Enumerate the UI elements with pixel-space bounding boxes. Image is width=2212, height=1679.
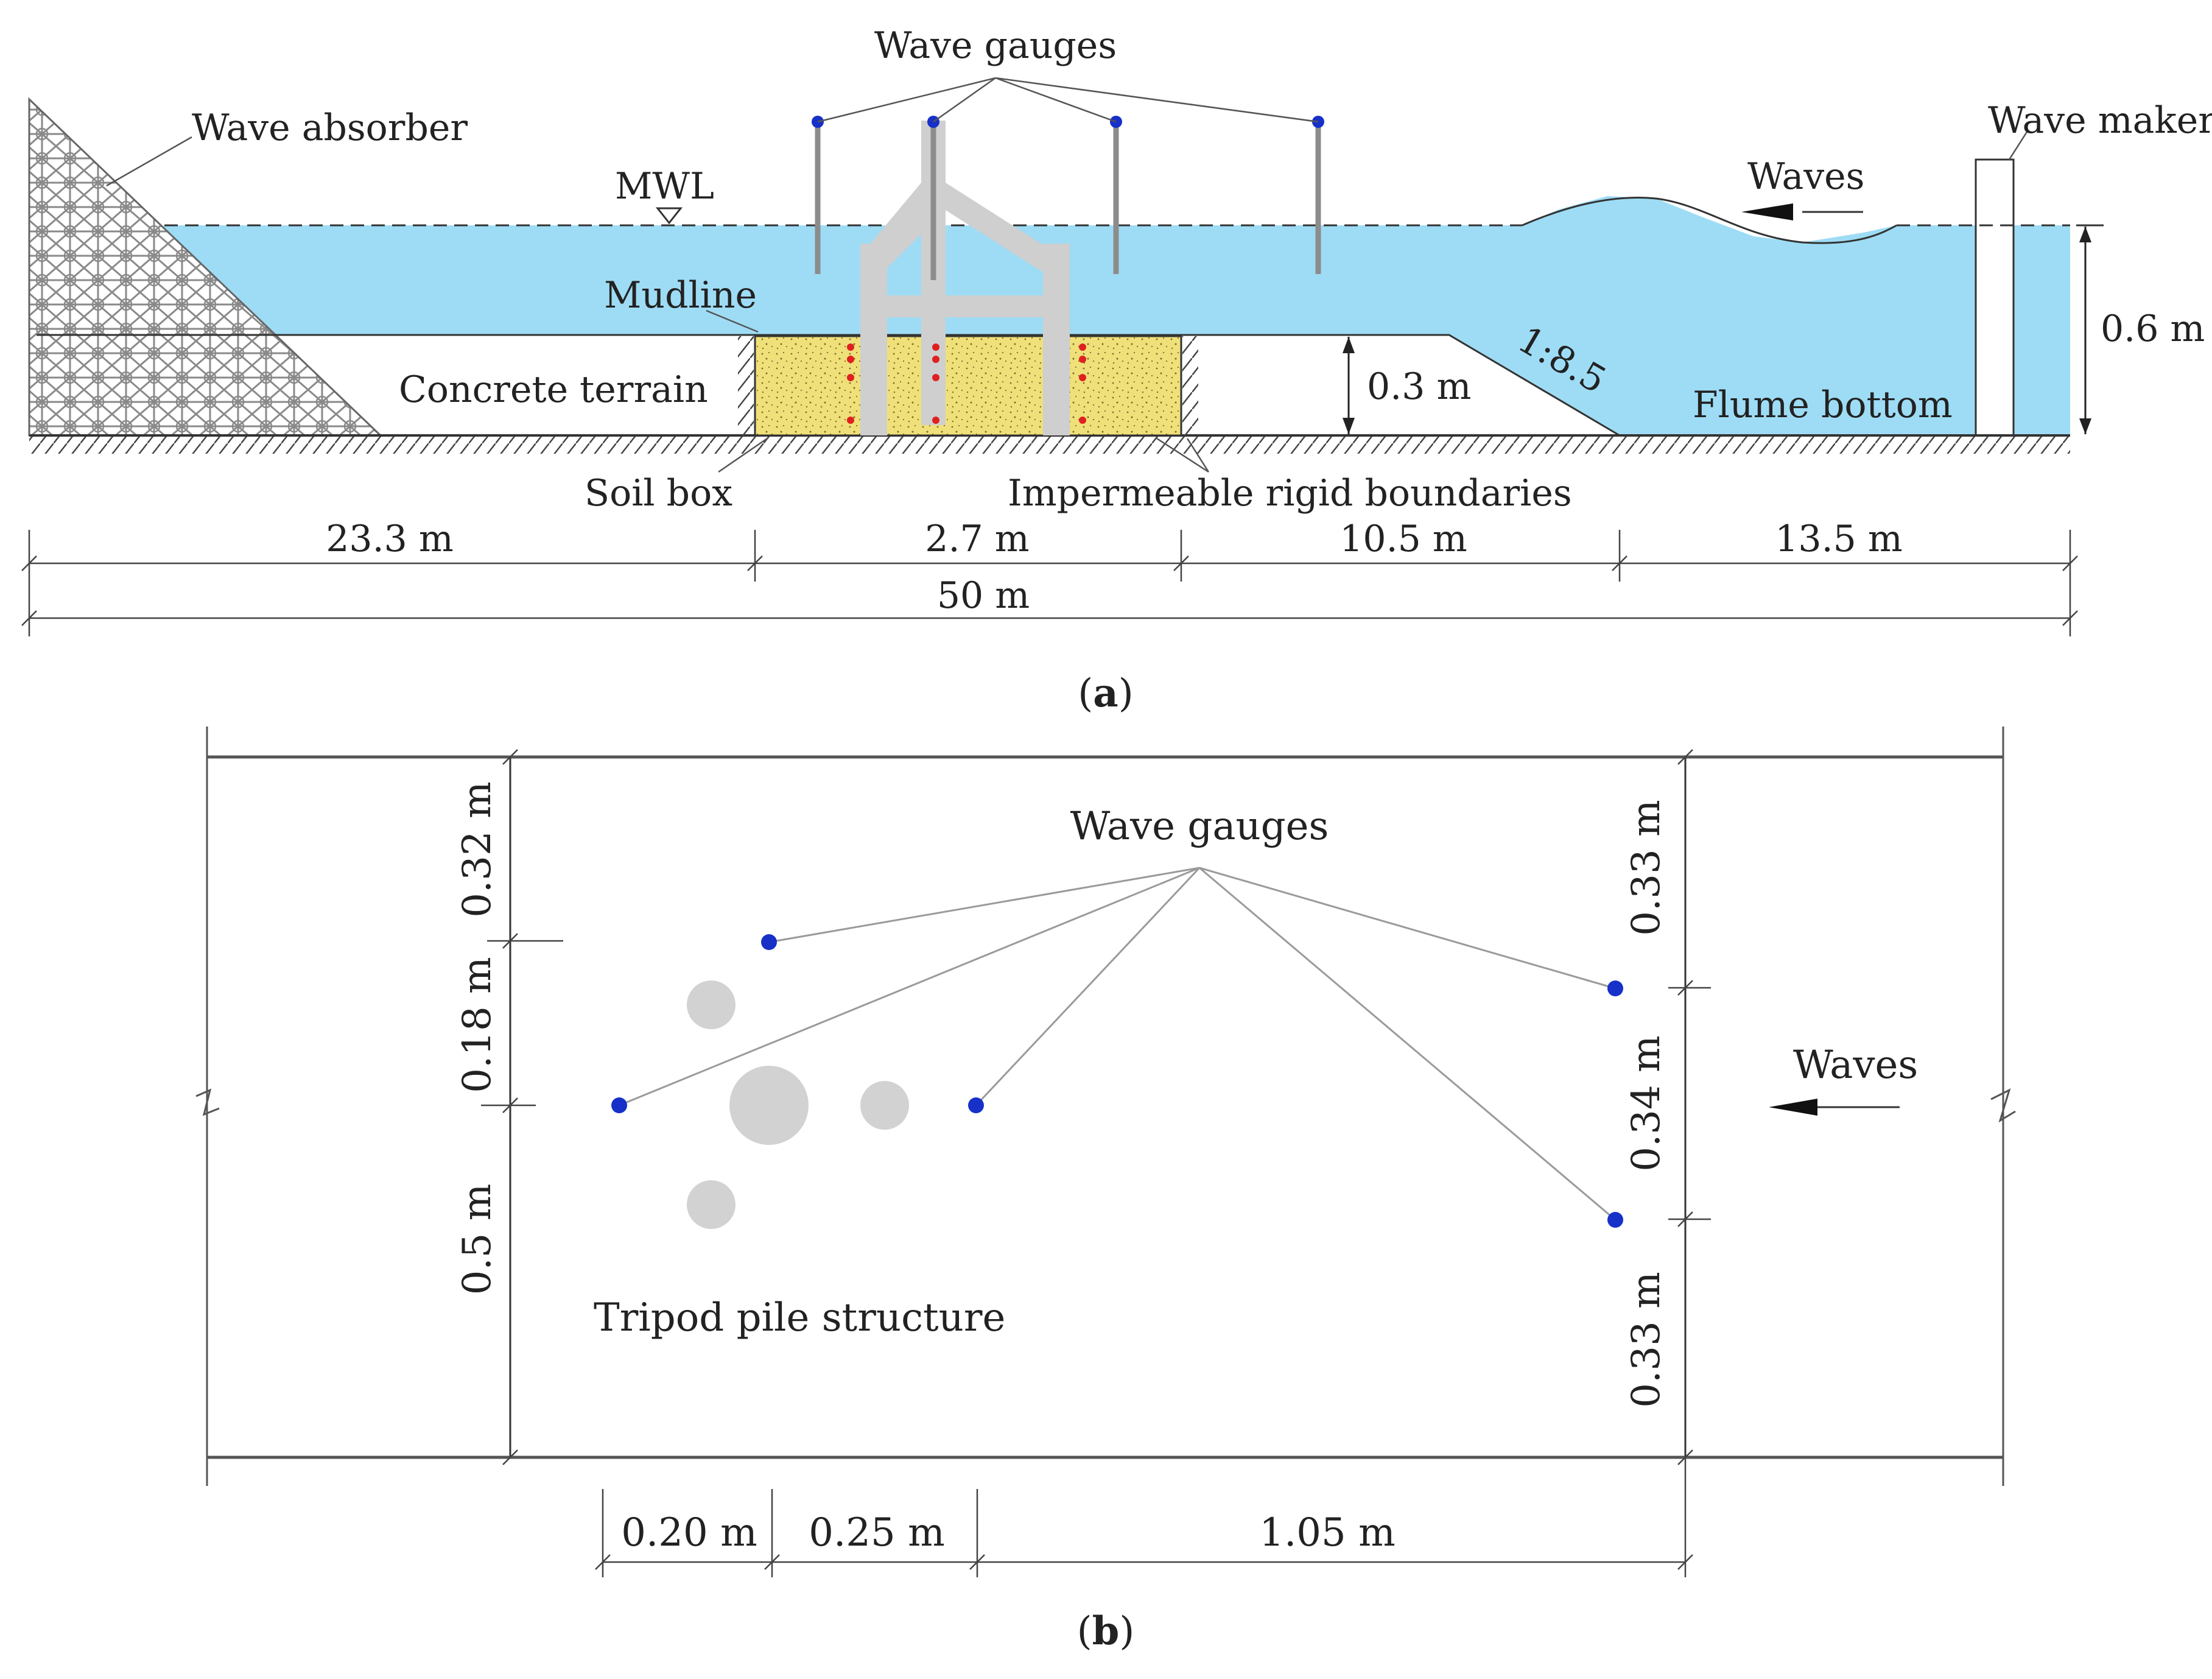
caption-b: (b) xyxy=(1077,1608,1135,1654)
dim-2-7: 2.7 m xyxy=(925,518,1029,560)
concrete-terrain-label: Concrete terrain xyxy=(399,368,708,411)
flume-walls xyxy=(206,727,2004,1486)
wave-profile xyxy=(1522,197,1897,244)
ground-hatch xyxy=(29,437,2070,454)
right-dimension-ticks xyxy=(1668,749,1711,1465)
depth-06-label: 0.6 m xyxy=(2101,308,2205,350)
impermeable-label: Impermeable rigid boundaries xyxy=(1008,472,1572,515)
left-dim-032: 0.32 m xyxy=(455,781,500,918)
bottom-dim-020: 0.20 m xyxy=(621,1510,757,1555)
waves-arrow-b xyxy=(1769,1099,1900,1116)
pile-lower-left xyxy=(687,1180,736,1229)
caption-a: (a) xyxy=(1078,671,1133,716)
dim-10-5: 10.5 m xyxy=(1339,518,1467,560)
wave-gauges-leaders-plan xyxy=(619,867,1616,1221)
pore-pressure-sensors xyxy=(847,343,1086,424)
mudline-label: Mudline xyxy=(604,274,757,317)
tripod-piles-plan xyxy=(687,980,909,1229)
wave-gauges-side xyxy=(812,116,1324,280)
pile-upper-left xyxy=(687,980,736,1029)
wave-gauges-label-b: Wave gauges xyxy=(1070,804,1329,849)
dim-13-5: 13.5 m xyxy=(1775,518,1903,560)
break-mark-right xyxy=(1990,1088,2016,1123)
main-pile xyxy=(729,1066,809,1145)
right-dim-033-bottom: 0.33 m xyxy=(1624,1272,1669,1408)
waves-arrow-a xyxy=(1741,203,1863,220)
dim-23-3: 23.3 m xyxy=(326,518,454,560)
mwl-label: MWL xyxy=(615,165,714,208)
wave-maker-paddle xyxy=(1975,158,2015,437)
soil-box-left-wall-hatch xyxy=(738,336,754,435)
break-mark-left xyxy=(195,1088,220,1116)
horizontal-dimension-lines xyxy=(21,530,2078,636)
wave-absorber-label: Wave absorber xyxy=(192,107,468,149)
wave-gauges-leaders xyxy=(817,77,1319,123)
panel-a-side-view: Wave gauges Wave absorber Wave maker MWL… xyxy=(21,24,2212,716)
soil-box xyxy=(754,335,1182,437)
wave-absorber-leader xyxy=(106,136,192,187)
impermeable-leaders xyxy=(1156,437,1210,473)
bottom-dim-105: 1.05 m xyxy=(1259,1510,1396,1555)
left-dim-018: 0.18 m xyxy=(455,957,500,1093)
depth-0.3-dimension xyxy=(1343,337,1355,434)
soil-box-label: Soil box xyxy=(585,472,732,515)
depth-03-label: 0.3 m xyxy=(1367,365,1471,408)
left-dim-05: 0.5 m xyxy=(455,1184,500,1295)
panel-b-plan-view: 0.32 m 0.18 m 0.5 m 0.33 m 0.34 m 0.33 m xyxy=(195,727,2016,1654)
waves-label-b: Waves xyxy=(1793,1043,1918,1088)
mudline xyxy=(37,334,1620,437)
waves-label-a: Waves xyxy=(1747,155,1864,198)
soil-box-leader xyxy=(718,437,768,473)
bottom-dimension-lines xyxy=(595,1459,1693,1577)
soil-box-right-wall-hatch xyxy=(1182,336,1198,435)
tripod-structure-side xyxy=(860,121,1070,435)
right-dim-034: 0.34 m xyxy=(1624,1035,1669,1172)
mwl-symbol xyxy=(655,207,683,225)
wave-gauges-plan xyxy=(611,934,1623,1228)
flume-bottom-label: Flume bottom xyxy=(1693,384,1953,426)
dim-50: 50 m xyxy=(937,574,1030,617)
right-dim-033-top: 0.33 m xyxy=(1624,800,1669,936)
depth-0.6-dimension xyxy=(2076,224,2104,434)
mudline-leader xyxy=(706,309,759,333)
left-dimension-ticks xyxy=(481,749,563,1465)
wave-gauges-label-a: Wave gauges xyxy=(874,24,1117,67)
bottom-dim-025: 0.25 m xyxy=(809,1510,945,1555)
wave-maker-leader xyxy=(2008,130,2029,160)
pile-right xyxy=(860,1081,909,1130)
tripod-label: Tripod pile structure xyxy=(594,1295,1005,1340)
wave-maker-label: Wave maker xyxy=(1988,99,2212,142)
